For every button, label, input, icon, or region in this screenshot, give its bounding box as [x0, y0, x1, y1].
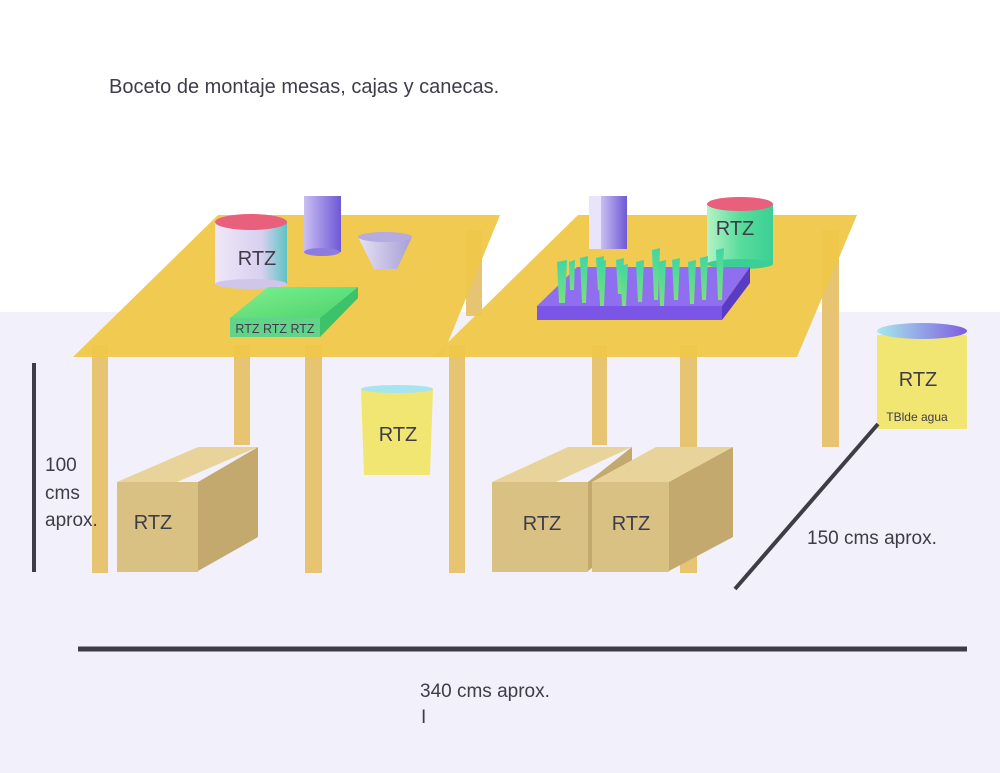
table-leg [592, 345, 607, 445]
plant-cuttings [557, 248, 724, 306]
table-leg [449, 345, 465, 573]
depth-label: 150 cms aprox. [807, 528, 937, 549]
canister-label: RTZ [238, 248, 277, 270]
bucket-label: RTZ [379, 424, 418, 446]
width-label: 340 cms aprox. [420, 681, 550, 702]
water-sign: TBlde agua [886, 410, 948, 424]
tray-green: RTZ RTZ RTZ [230, 287, 358, 337]
box-label: RTZ [523, 513, 562, 535]
box-left: RTZ [117, 447, 258, 572]
canister-label: RTZ [716, 218, 755, 240]
height-label-line1: 100 [45, 455, 77, 476]
depth-dimension-line [733, 422, 880, 591]
purple-cylinder [304, 196, 341, 256]
cursor-mark: I [421, 707, 426, 728]
table-leg [234, 345, 250, 445]
tray-purple [537, 267, 750, 320]
cup [358, 232, 412, 269]
canister-left-table: RTZ [215, 214, 287, 289]
purple-cylinder-right [589, 196, 627, 249]
box-label: RTZ [134, 512, 173, 534]
bucket-label: RTZ [899, 369, 938, 391]
box-right: RTZ [592, 447, 733, 572]
bucket-water: RTZ TBlde agua [877, 323, 967, 429]
bucket-center: RTZ [361, 385, 433, 475]
table-leg [305, 345, 322, 573]
tray-label: RTZ RTZ RTZ [235, 322, 315, 336]
table-leg [92, 345, 108, 573]
page-title: Boceto de montaje mesas, cajas y canecas… [109, 76, 499, 98]
height-label-line3: aprox. [45, 510, 98, 531]
box-label: RTZ [612, 513, 651, 535]
height-label-line2: cms [45, 483, 80, 504]
